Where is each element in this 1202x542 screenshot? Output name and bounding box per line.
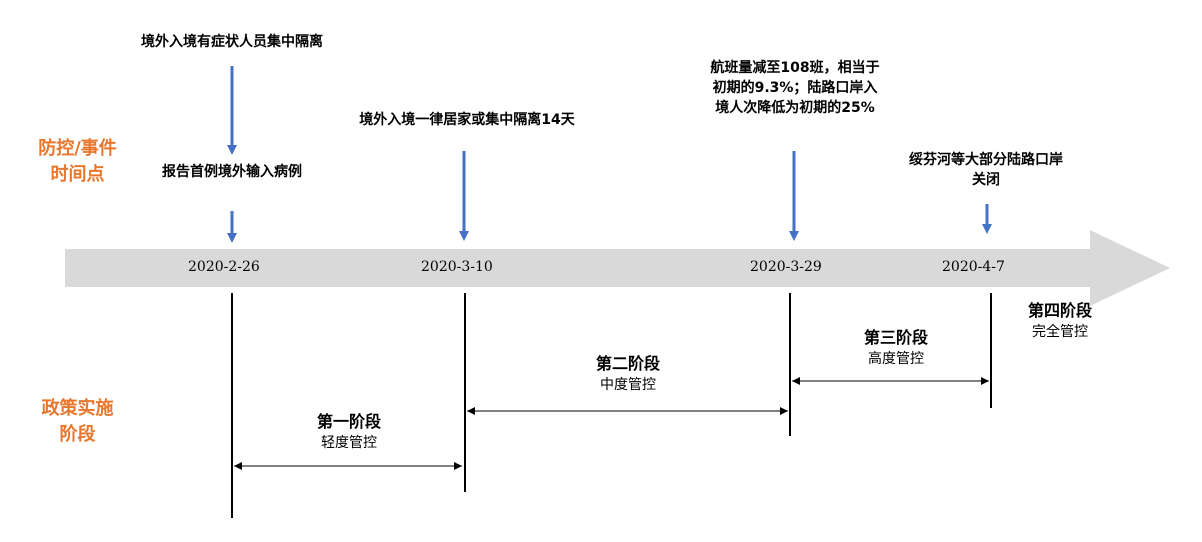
phase-2-desc: 中度管控 (600, 377, 656, 393)
event-label-2: 报告首例境外输入病例 (112, 162, 352, 182)
event-label-4-line1: 航班量减至108班，相当于 (710, 60, 880, 76)
phase-label-1: 第一阶段 轻度管控 (289, 411, 409, 453)
event-label-1-line1: 境外入境有症状人员集中隔离 (141, 34, 323, 50)
date-label-2: 2020-3-10 (421, 259, 493, 275)
row-label-top-line1: 防控/事件 (38, 138, 117, 159)
event-label-4: 航班量减至108班，相当于 初期的9.3%；陆路口岸入 境人次降低为初期的25% (680, 58, 910, 118)
row-label-bottom-line1: 政策实施 (41, 398, 114, 419)
phase-4-title: 第四阶段 (1027, 301, 1092, 320)
phase-label-4: 第四阶段 完全管控 (1000, 300, 1120, 342)
event-label-5: 绥芬河等大部分陆路口岸 关闭 (876, 150, 1096, 190)
row-label-top-line2: 时间点 (50, 164, 105, 185)
event-label-2-line1: 报告首例境外输入病例 (162, 164, 302, 180)
phase-1-title: 第一阶段 (316, 412, 381, 431)
event-label-3: 境外入境一律居家或集中隔离14天 (322, 110, 612, 130)
phase-3-desc: 高度管控 (868, 351, 924, 367)
event-label-5-line1: 绥芬河等大部分陆路口岸 (909, 152, 1063, 168)
date-label-4: 2020-4-7 (942, 259, 1005, 275)
phase-1-desc: 轻度管控 (321, 435, 377, 451)
date-label-1: 2020-2-26 (188, 259, 260, 275)
date-label-3: 2020-3-29 (750, 259, 822, 275)
event-label-3-line1: 境外入境一律居家或集中隔离14天 (359, 112, 575, 128)
timeline-arrow (65, 230, 1170, 306)
phase-3-title: 第三阶段 (863, 328, 928, 347)
phase-label-2: 第二阶段 中度管控 (568, 353, 688, 395)
event-label-5-line2: 关闭 (972, 172, 1000, 188)
event-label-4-line2: 初期的9.3%；陆路口岸入 (712, 80, 878, 96)
row-label-bottom: 政策实施 阶段 (15, 396, 140, 448)
phase-4-desc: 完全管控 (1032, 324, 1088, 340)
phase-2-title: 第二阶段 (595, 354, 660, 373)
row-label-bottom-line2: 阶段 (59, 424, 96, 445)
phase-label-3: 第三阶段 高度管控 (836, 327, 956, 369)
event-label-4-line3: 境人次降低为初期的25% (715, 100, 875, 116)
event-label-1: 境外入境有症状人员集中隔离 (102, 32, 362, 52)
row-label-top: 防控/事件 时间点 (15, 136, 140, 188)
